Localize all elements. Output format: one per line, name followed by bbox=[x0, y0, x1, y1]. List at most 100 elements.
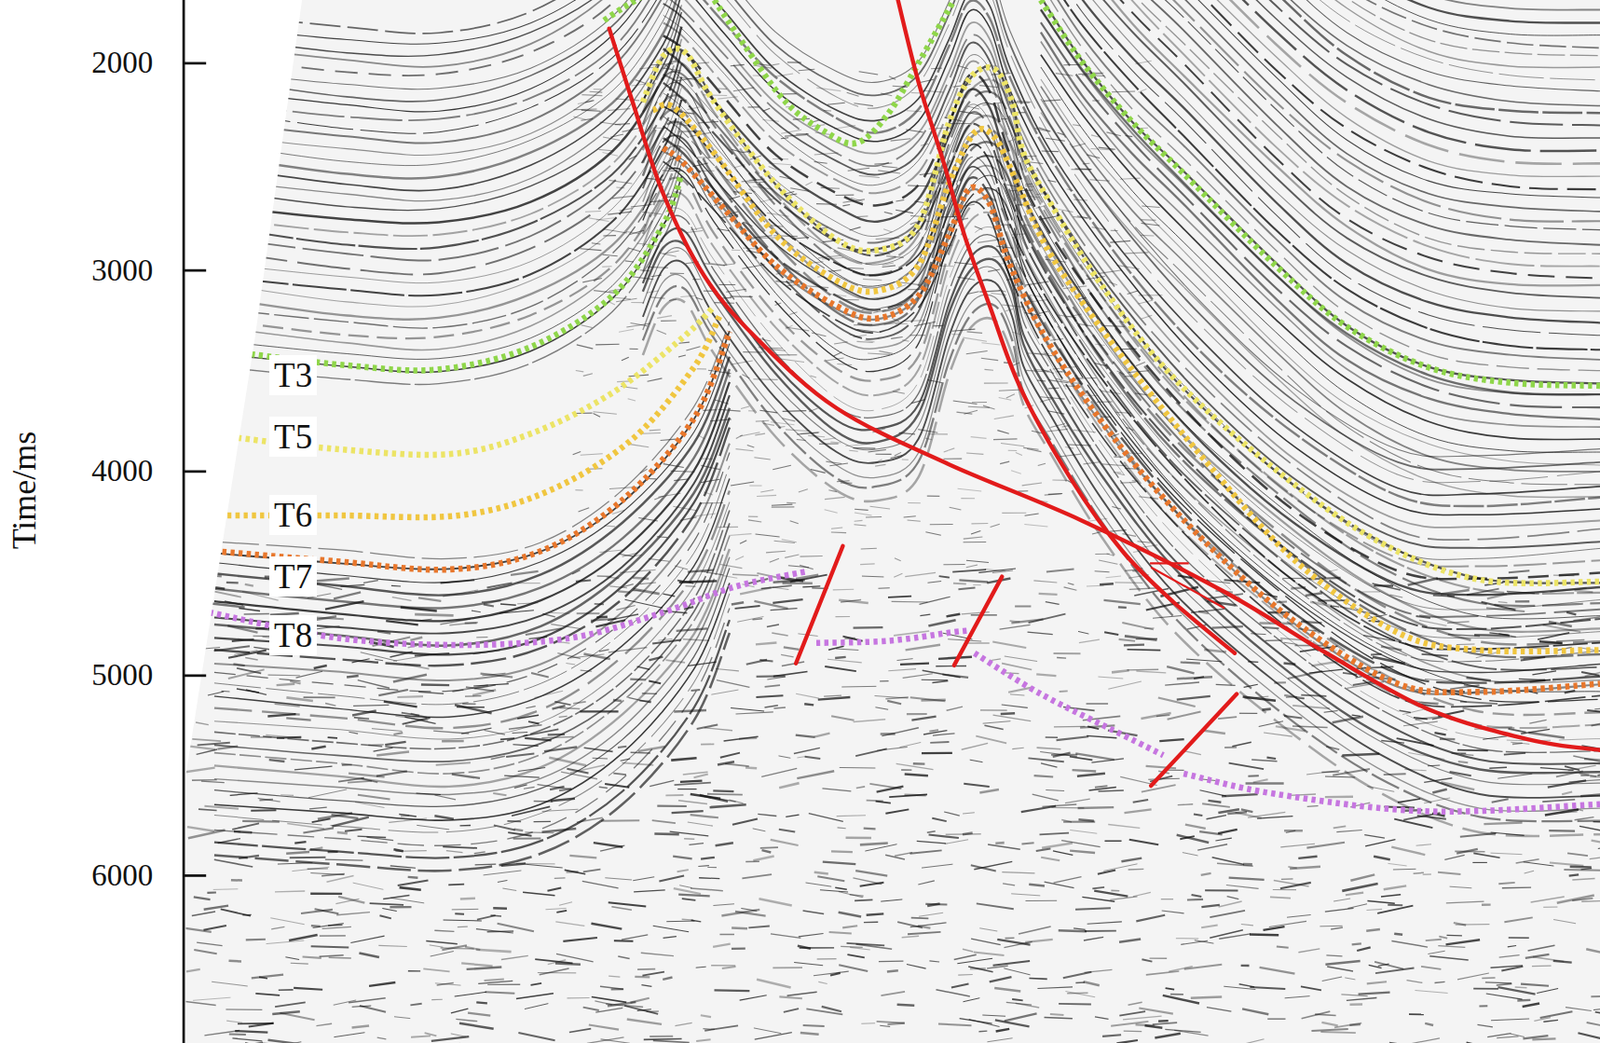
noise-stroke bbox=[674, 1022, 692, 1026]
noise-stroke bbox=[984, 724, 1003, 729]
noise-stroke bbox=[919, 596, 951, 604]
noise-stroke bbox=[806, 286, 829, 288]
noise-stroke bbox=[396, 695, 424, 698]
noise-stroke bbox=[704, 263, 725, 266]
noise-stroke bbox=[647, 266, 669, 269]
noise-stroke bbox=[206, 890, 217, 894]
noise-stroke bbox=[945, 833, 982, 835]
noise-stroke bbox=[1427, 950, 1445, 954]
noise-stroke bbox=[1429, 956, 1469, 960]
noise-stroke bbox=[467, 1012, 491, 1016]
noise-stroke bbox=[648, 681, 661, 684]
noise-stroke bbox=[1594, 705, 1600, 710]
noise-stroke bbox=[1440, 781, 1475, 790]
noise-stroke bbox=[193, 896, 211, 900]
noise-stroke bbox=[464, 695, 481, 698]
noise-stroke bbox=[233, 831, 252, 833]
noise-stroke bbox=[962, 812, 975, 814]
noise-stroke bbox=[1569, 779, 1600, 782]
noise-stroke bbox=[211, 981, 248, 986]
noise-stroke bbox=[759, 659, 773, 661]
noise-stroke bbox=[729, 195, 740, 199]
noise-stroke bbox=[1518, 678, 1551, 680]
noise-stroke bbox=[973, 951, 1005, 956]
noise-stroke bbox=[1231, 741, 1251, 746]
noise-stroke bbox=[1187, 898, 1204, 902]
noise-stroke bbox=[814, 733, 831, 738]
noise-stroke bbox=[993, 714, 1032, 721]
noise-stroke bbox=[631, 276, 654, 280]
noise-stroke bbox=[367, 836, 395, 841]
reflector bbox=[642, 145, 1600, 683]
noise-stroke bbox=[1011, 470, 1022, 475]
noise-stroke bbox=[487, 582, 513, 588]
noise-stroke bbox=[917, 880, 935, 885]
noise-stroke bbox=[752, 618, 763, 620]
reflector bbox=[234, 64, 683, 261]
noise-stroke bbox=[962, 337, 987, 342]
noise-stroke bbox=[197, 742, 231, 746]
noise-stroke bbox=[866, 273, 879, 275]
noise-stroke bbox=[817, 957, 837, 959]
noise-stroke bbox=[347, 780, 372, 783]
noise-stroke bbox=[1083, 936, 1104, 941]
noise-stroke bbox=[1046, 568, 1075, 572]
noise-stroke bbox=[743, 221, 753, 226]
noise-stroke bbox=[1004, 941, 1033, 947]
noise-stroke bbox=[436, 762, 471, 766]
noise-stroke bbox=[327, 875, 355, 882]
noise-stroke bbox=[1135, 362, 1146, 367]
noise-stroke bbox=[1124, 251, 1149, 254]
noise-stroke bbox=[785, 814, 799, 817]
noise-stroke bbox=[856, 786, 865, 789]
noise-stroke bbox=[1056, 453, 1081, 457]
noise-stroke bbox=[1566, 612, 1576, 615]
noise-stroke bbox=[1486, 993, 1523, 999]
noise-stroke bbox=[418, 691, 444, 694]
noise-stroke bbox=[1250, 632, 1266, 635]
noise-stroke bbox=[457, 925, 468, 928]
noise-stroke bbox=[1116, 1039, 1138, 1043]
noise-stroke bbox=[449, 622, 479, 626]
noise-stroke bbox=[583, 1007, 600, 1011]
reflector bbox=[663, 48, 1600, 595]
noise-stroke bbox=[1216, 683, 1236, 686]
noise-stroke bbox=[838, 912, 862, 917]
noise-stroke bbox=[752, 855, 774, 861]
noise-stroke bbox=[886, 256, 904, 259]
noise-stroke bbox=[863, 921, 878, 924]
noise-stroke bbox=[790, 188, 809, 192]
noise-stroke bbox=[517, 714, 539, 719]
noise-stroke bbox=[687, 661, 717, 666]
noise-stroke bbox=[1040, 763, 1057, 767]
noise-stroke bbox=[816, 87, 841, 92]
noise-stroke bbox=[718, 409, 741, 411]
noise-stroke bbox=[1292, 725, 1328, 727]
noise-stroke bbox=[484, 978, 505, 981]
noise-stroke bbox=[710, 419, 732, 422]
noise-stroke bbox=[1212, 626, 1244, 629]
noise-stroke bbox=[1141, 205, 1160, 207]
noise-stroke bbox=[679, 341, 690, 343]
noise-stroke bbox=[1164, 682, 1200, 685]
noise-stroke bbox=[550, 624, 581, 630]
noise-stroke bbox=[267, 713, 296, 716]
noise-stroke bbox=[1217, 716, 1237, 719]
noise-stroke bbox=[861, 575, 884, 578]
noise-stroke bbox=[890, 455, 903, 459]
noise-stroke bbox=[669, 299, 677, 301]
noise-stroke bbox=[352, 658, 370, 663]
noise-stroke bbox=[614, 939, 634, 942]
noise-stroke bbox=[1579, 825, 1600, 831]
noise-stroke bbox=[902, 458, 909, 460]
noise-stroke bbox=[1332, 716, 1364, 723]
noise-stroke bbox=[569, 1028, 591, 1033]
noise-stroke bbox=[756, 674, 786, 678]
noise-stroke bbox=[328, 956, 352, 958]
noise-stroke bbox=[921, 679, 948, 682]
noise-stroke bbox=[885, 697, 908, 699]
noise-stroke bbox=[1051, 806, 1084, 809]
noise-stroke bbox=[580, 453, 603, 455]
noise-stroke bbox=[911, 716, 936, 721]
noise-stroke bbox=[1325, 794, 1354, 798]
